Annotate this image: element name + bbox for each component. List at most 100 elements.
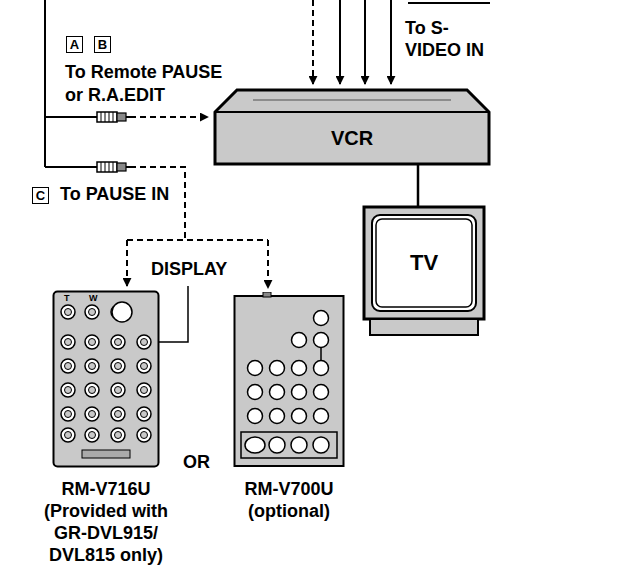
button-symbol (314, 385, 329, 400)
button-symbol (137, 407, 151, 421)
button-symbol (314, 311, 329, 326)
model-name: RM-V716U (22, 478, 190, 500)
button-symbol (65, 363, 72, 370)
cable-line (408, 2, 490, 4)
button-symbol (314, 333, 329, 348)
device-name: VCR (213, 127, 491, 150)
tv-set: TV (362, 205, 486, 337)
button-symbol (141, 387, 148, 394)
cable-line (44, 0, 46, 167)
button-symbol (85, 407, 99, 421)
button-symbol (141, 432, 148, 439)
button-symbol (89, 432, 96, 439)
shape-part (215, 111, 489, 113)
button-symbol (314, 361, 329, 376)
button-symbol (61, 383, 75, 397)
connection-cable (417, 164, 420, 207)
button-symbol (137, 383, 151, 397)
button-symbol (291, 437, 307, 453)
dashed-line (127, 239, 268, 241)
signal-arrow (364, 0, 366, 84)
button-symbol (85, 428, 99, 442)
button-symbol (111, 428, 125, 442)
connection-note: To S-VIDEO IN (405, 17, 491, 61)
button-symbol (61, 359, 75, 373)
callout-letter: B (94, 36, 111, 53)
shape-part (235, 296, 344, 466)
button-symbol (89, 411, 96, 418)
remote-control: RM-V716U(Provided with GR-DVL915/ DVL815… (52, 290, 160, 468)
button-symbol (137, 428, 151, 442)
model-note: (optional) (218, 500, 360, 522)
button-symbol (111, 335, 125, 349)
shape-part (370, 319, 478, 335)
button-symbol (270, 361, 285, 376)
model-note: (Provided with GR-DVL915/ DVL815 only) (35, 500, 177, 566)
cable-line (45, 116, 97, 118)
button-symbol (65, 309, 72, 316)
button-symbol (65, 411, 72, 418)
button-symbol (85, 335, 99, 349)
button-symbol (270, 385, 285, 400)
button-symbol (314, 409, 329, 424)
button-symbol (248, 361, 263, 376)
device-outline (233, 292, 345, 468)
button-symbol (141, 363, 148, 370)
button-symbol (85, 359, 99, 373)
button-symbol (137, 359, 151, 373)
button-symbol (141, 339, 148, 346)
button-name: DISPLAY (151, 258, 227, 281)
button-symbol (269, 437, 285, 453)
model-name: RM-V700U (203, 478, 375, 500)
button-symbol (89, 387, 96, 394)
button-symbol (115, 387, 122, 394)
shape-part (263, 292, 271, 297)
button-symbol (141, 411, 148, 418)
button-symbol (245, 437, 265, 453)
button-symbol (137, 335, 151, 349)
shape-part (82, 450, 130, 458)
shape-part (253, 99, 451, 101)
callout-letter: C (32, 187, 49, 204)
model-caption: RM-V700U(optional) (203, 478, 375, 522)
button-symbol (85, 383, 99, 397)
button-symbol (111, 383, 125, 397)
button-symbol (89, 363, 96, 370)
vcr-unit: VCR (213, 88, 491, 166)
plug-symbol (97, 112, 131, 122)
button-symbol (85, 305, 99, 319)
button-symbol (111, 359, 125, 373)
note-text: OR (183, 451, 210, 474)
button-symbol (61, 407, 75, 421)
button-symbol (292, 361, 307, 376)
dashed-arrow (312, 0, 314, 84)
button-symbol (292, 385, 307, 400)
button-symbol (61, 305, 75, 319)
button-symbol (65, 387, 72, 394)
button-symbol (115, 411, 122, 418)
connection-note: To Remote PAUSE or R.A.EDIT (65, 61, 237, 107)
dashed-arrow (126, 240, 128, 286)
shape-part (54, 292, 159, 467)
signal-arrow (390, 0, 392, 84)
button-symbol (248, 409, 263, 424)
button-symbol (89, 339, 96, 346)
connection-note: To PAUSE IN (60, 183, 169, 206)
button-symbol (112, 302, 132, 322)
button-symbol (313, 437, 329, 453)
button-symbol (292, 409, 307, 424)
remote-control: RM-V700U(optional) (233, 292, 345, 468)
dashed-arrow (267, 240, 269, 288)
device-outline (52, 290, 160, 468)
shape-part (241, 432, 337, 458)
button-symbol (115, 432, 122, 439)
button-symbol (61, 428, 75, 442)
model-caption: RM-V716U(Provided with GR-DVL915/ DVL815… (22, 478, 190, 566)
dashed-arrow (130, 116, 208, 118)
button-symbol (115, 363, 122, 370)
button-symbol (89, 309, 96, 316)
button-symbol (115, 339, 122, 346)
plug-symbol (97, 162, 131, 172)
device-name: TV (362, 250, 486, 276)
button-symbol (65, 339, 72, 346)
